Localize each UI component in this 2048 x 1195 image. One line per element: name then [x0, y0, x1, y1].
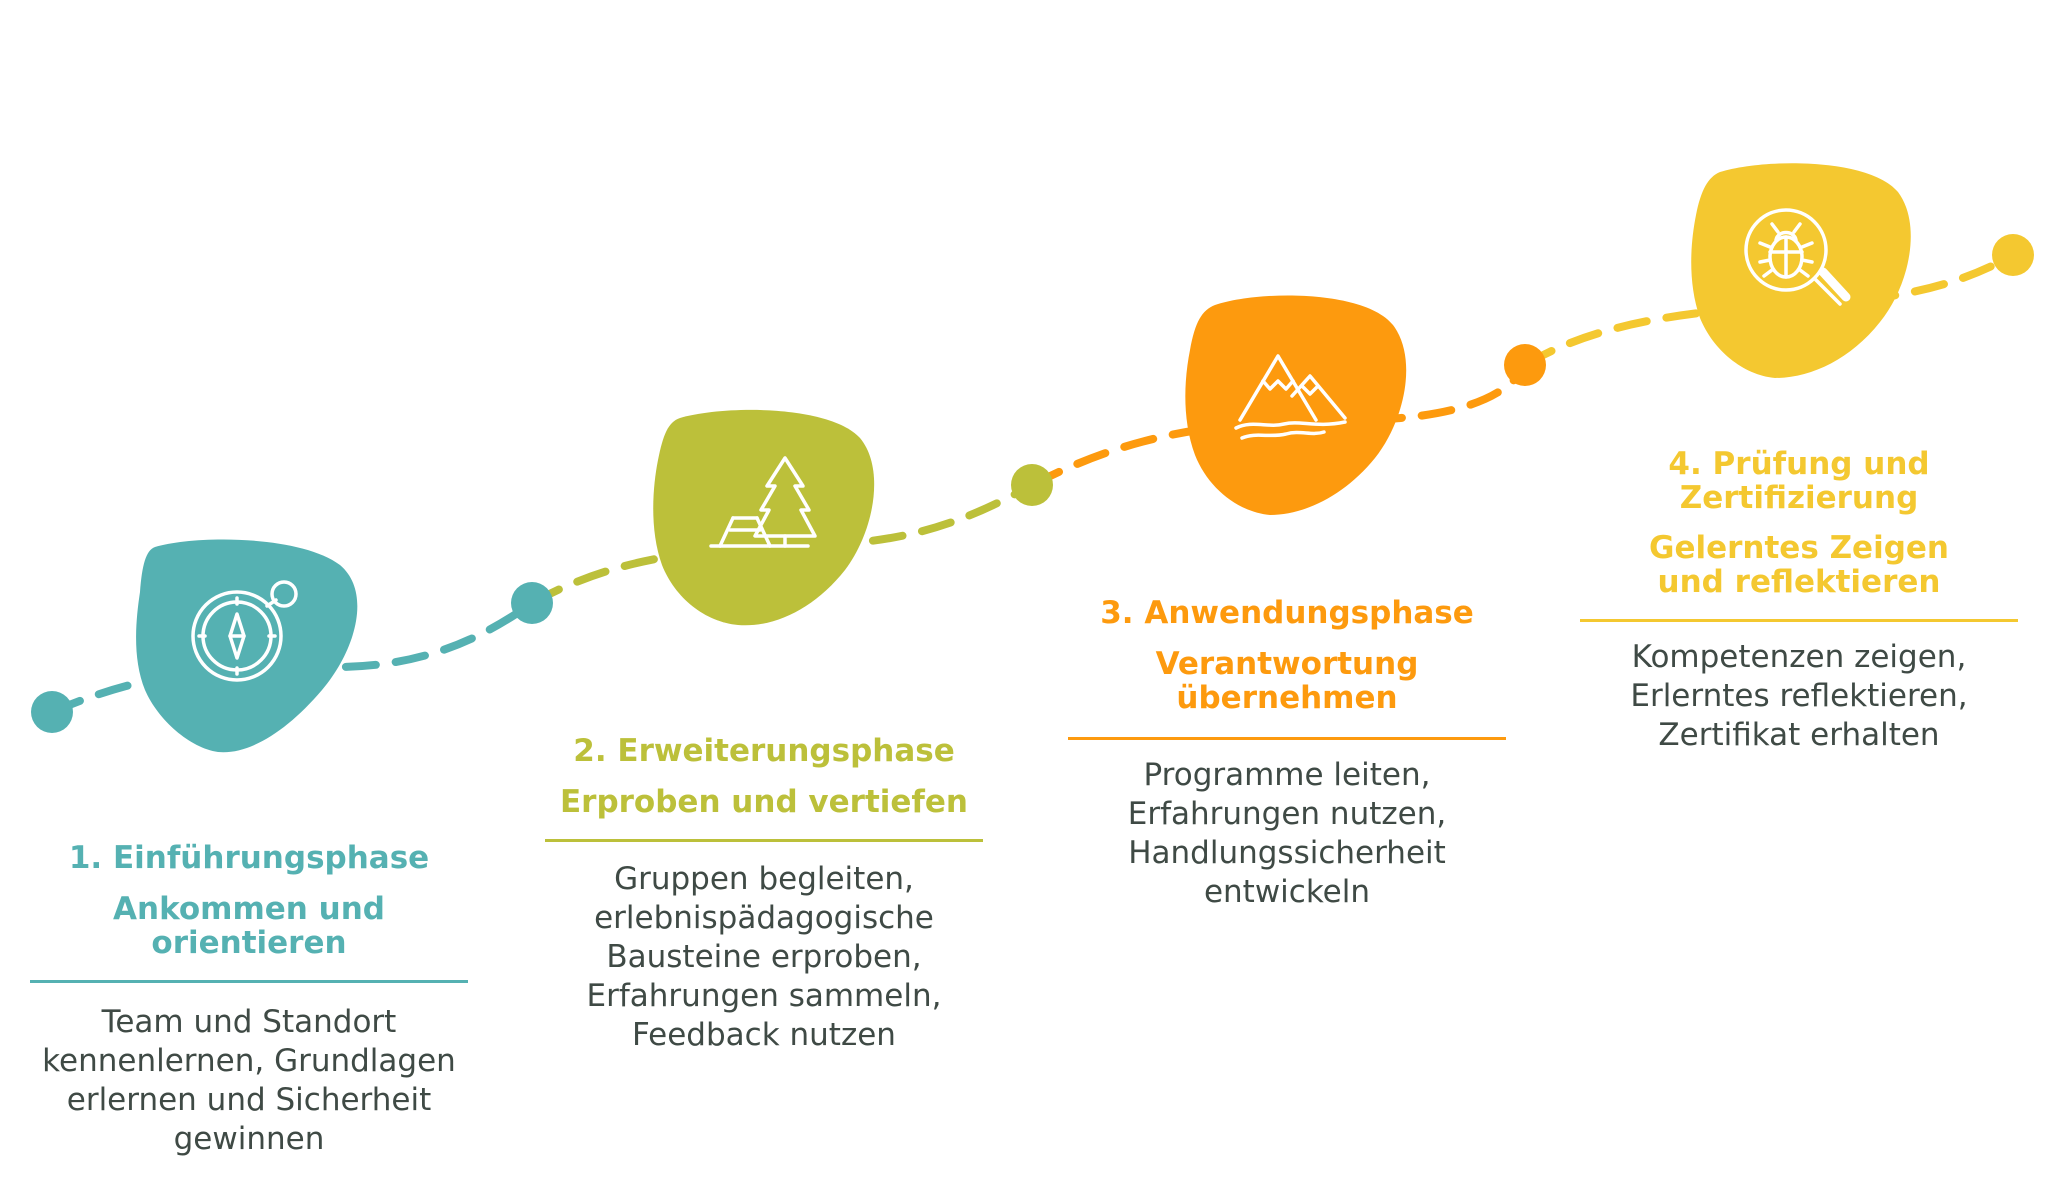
phase-4-divider: [1580, 619, 2018, 622]
node-dot-4: [1504, 344, 1546, 386]
node-dot-2: [511, 582, 553, 624]
node-dot-3: [1011, 464, 1053, 506]
phase-3-subtitle: Verantwortung übernehmen: [1068, 647, 1506, 715]
phase-4-title-line: Zertifizierung: [1679, 480, 1919, 516]
mountains-icon: [1234, 354, 1347, 440]
phase-2-description-line: erlebnispädagogische: [594, 900, 934, 936]
phase-2-title: 2. Erweiterungsphase: [573, 733, 955, 769]
node-dot-1: [31, 691, 73, 733]
phase-2-subtitle: Erproben und vertiefen: [545, 785, 983, 819]
phase-4-title-line: 4. Prüfung und: [1668, 446, 1930, 482]
phase-3-subtitle-line: Verantwortung: [1155, 646, 1419, 682]
phase-3-description-line: Erfahrungen nutzen,: [1127, 796, 1447, 832]
phase-2-description-line: Erfahrungen sammeln,: [586, 978, 942, 1014]
phase-1-subtitle: Ankommen und orientieren: [30, 892, 468, 960]
phase-3-divider: [1068, 737, 1506, 740]
phase-2-description-line: Bausteine erproben,: [606, 939, 922, 975]
phase-1-divider: [30, 980, 468, 983]
phase-4-subtitle-line: und reflektieren: [1657, 564, 1941, 600]
phase-1-title: 1. Einführungsphase: [68, 840, 430, 876]
phase-3-subtitle-line: übernehmen: [1176, 680, 1398, 716]
node-dot-5: [1992, 234, 2034, 276]
phase-2-description-line: Gruppen begleiten,: [614, 861, 914, 897]
phase-2-subtitle-line: Erproben und vertiefen: [559, 784, 968, 820]
phase-1-subtitle-line: Ankommen und: [113, 891, 385, 927]
phase-4-description-line: Zertifikat erhalten: [1658, 717, 1940, 753]
phase-3-description-line: Handlungssicherheit: [1128, 835, 1446, 871]
phase-4-description: Kompetenzen zeigen, Erlerntes reflektier…: [1580, 638, 2018, 755]
phase-2-description-line: Feedback nutzen: [632, 1017, 896, 1053]
phase-3-description-line: entwickeln: [1203, 874, 1371, 910]
phase-1-subtitle-line: orientieren: [151, 925, 347, 961]
phase-1-description-line: erlernen und Sicherheit: [66, 1082, 432, 1118]
phase-1-description: Team und Standort kennenlernen, Grundlag…: [30, 1003, 468, 1159]
phase-2-description: Gruppen begleiten, erlebnispädagogische …: [545, 860, 983, 1055]
phase-1-card: 1. Einführungsphase Ankommen und orienti…: [30, 840, 468, 1159]
phase-1-blob: [136, 539, 358, 753]
phase-3-description-line: Programme leiten,: [1143, 757, 1431, 793]
phase-4-description-line: Kompetenzen zeigen,: [1631, 639, 1967, 675]
phase-3-blob: [1185, 295, 1407, 515]
compass-icon: [191, 580, 298, 682]
bug-magnifier-icon: [1744, 208, 1851, 306]
phase-2-divider: [545, 839, 983, 842]
phase-2-card: 2. Erweiterungsphase Erproben und vertie…: [545, 733, 983, 1055]
phase-3-description: Programme leiten, Erfahrungen nutzen, Ha…: [1068, 756, 1506, 912]
phase-3-card: 3. Anwendungsphase Verantwortung überneh…: [1068, 595, 1506, 912]
phase-4-description-line: Erlerntes reflektieren,: [1630, 678, 1968, 714]
phase-3-title: 3. Anwendungsphase: [1100, 595, 1474, 631]
tree-picnic-table-icon: [709, 456, 817, 548]
phase-1-description-line: Team und Standort: [101, 1004, 397, 1040]
phase-1-description-line: kennenlernen, Grundlagen: [42, 1043, 456, 1079]
phase-4-subtitle-line: Gelerntes Zeigen: [1649, 530, 1949, 566]
phase-4-title: 4. Prüfung und Zertifizierung: [1580, 447, 2018, 515]
phase-1-description-line: gewinnen: [173, 1121, 325, 1157]
phase-4-subtitle: Gelerntes Zeigen und reflektieren: [1580, 531, 2018, 599]
phase-4-card: 4. Prüfung und Zertifizierung Gelerntes …: [1580, 447, 2018, 755]
